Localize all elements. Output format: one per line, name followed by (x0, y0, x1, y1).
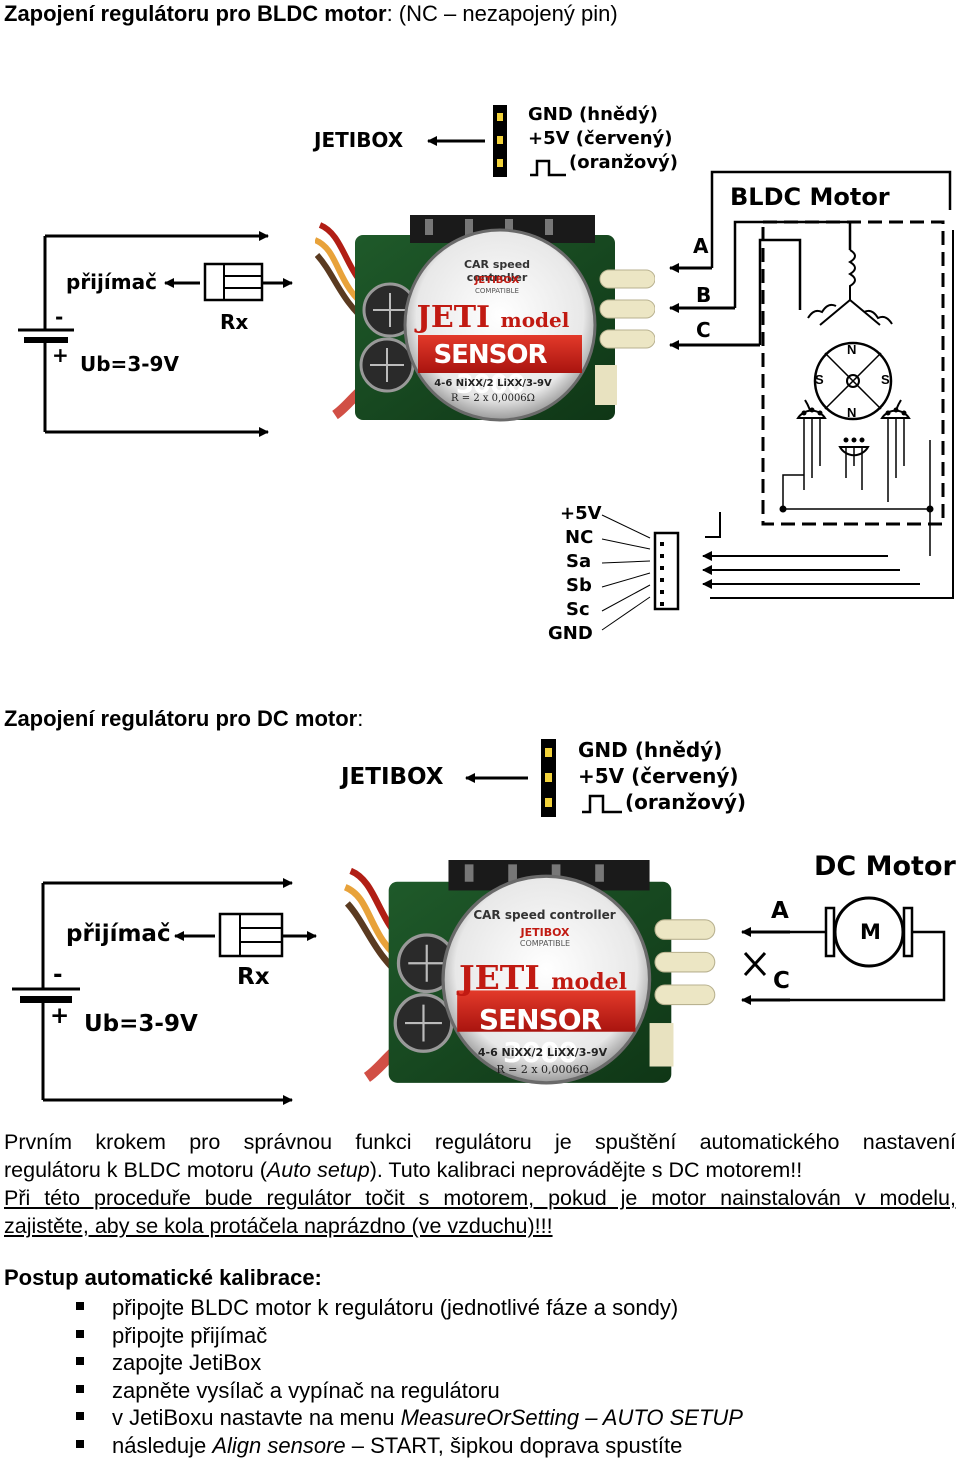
rx-connector-2 (218, 912, 284, 958)
bldc-section-heading: Zapojení regulátoru pro BLDC motor: (NC … (4, 1, 618, 26)
controller-brand-label-2: CAR speed controller (473, 908, 616, 922)
sensor-pin-sa: Sa (566, 551, 592, 572)
para-line-1: Prvním krokem pro správnou funkci regulá… (4, 1130, 956, 1154)
bldc-motor-box (761, 220, 945, 526)
rx-connector-1 (203, 262, 264, 302)
jetibox-label-2: JETIBOX (341, 764, 444, 790)
sensor-pin-sb: Sb (566, 575, 592, 596)
wire-gnd-label-2: GND (hnědý) (578, 738, 723, 762)
sensor-pin-sc: Sc (566, 599, 590, 620)
unused-phase-x-icon (743, 951, 767, 977)
list-item: připojte BLDC motor k regulátoru (jednot… (0, 1294, 743, 1322)
receiver-label-1: přijímač (66, 270, 157, 294)
steps-list: připojte BLDC motor k regulátoru (jednot… (0, 1294, 743, 1460)
rotor-icon (813, 341, 893, 421)
intro-paragraph: Prvním krokem pro správnou funkci regulá… (4, 1128, 956, 1240)
wiring-diagrams (12, 105, 954, 1105)
phase-c-label-2: C (773, 968, 790, 994)
rx-label-1: Rx (220, 310, 249, 334)
controller-jetibox-badge-1: JETIBOX (474, 275, 520, 286)
battery-minus-1: - (55, 305, 64, 329)
controller-brand-label-1: CAR speed controller (463, 258, 531, 284)
para-line-3-warning: Při této proceduře bude regulátor točit … (4, 1186, 956, 1210)
voltage-label-1: Ub=3-9V (80, 352, 179, 376)
controller-sensor-label-2: SENSOR 3000 (478, 1003, 602, 1069)
list-item: následuje Align sensore – START, šipkou … (0, 1432, 743, 1460)
pole-n-top: N (847, 342, 857, 357)
controller-jetibox-badge-2: JETIBOX (520, 926, 570, 939)
controller-spec1-label-1: 4-6 NiXX/2 LiXX/3-9V (434, 378, 552, 389)
controller-compatible-2: COMPATIBLE (519, 939, 571, 948)
phase-b-label-1: B (696, 283, 712, 307)
steps-title: Postup automatické kalibrace: (4, 1265, 322, 1290)
para-line-2: regulátoru k BLDC motoru (Auto setup). T… (4, 1158, 803, 1182)
sensor-pin-nc: NC (565, 527, 594, 548)
sensor-connector (653, 531, 680, 611)
controller-spec2-label-1: R = 2 x 0,0006Ω (451, 393, 535, 404)
phase-a-label-2: A (771, 898, 789, 924)
controller-jeti-label-2: JETI model (459, 958, 627, 997)
jetibox-label-1: JETIBOX (314, 128, 404, 152)
battery-minus-2: - (53, 962, 63, 988)
list-item: v JetiBoxu nastavte na menu MeasureOrSet… (0, 1404, 743, 1432)
wire-signal-label-1: (oranžový) (569, 152, 678, 173)
wire-5v-label-2: +5V (červený) (578, 764, 739, 788)
dc-motor-m-label: M (860, 920, 881, 944)
controller-spec1-label-2: 4-6 NiXX/2 LiXX/3-9V (477, 1046, 608, 1059)
sensor-pin-gnd: GND (548, 623, 593, 644)
battery-plus-1: + (52, 343, 69, 367)
para-line-4-warning: zajistěte, aby se kola protáčela naprázd… (4, 1214, 553, 1238)
phase-c-label-1: C (696, 318, 711, 342)
controller-sensor-label-1: SENSOR 3000 (433, 340, 547, 400)
phase-a-label-1: A (693, 234, 709, 258)
controller-jeti-label-1: JETI model (416, 300, 570, 335)
wire-5v-label-1: +5V (červený) (528, 128, 673, 149)
wire-signal-label-2: (oranžový) (625, 790, 747, 814)
battery-plus-2: + (50, 1003, 70, 1029)
wire-gnd-label-1: GND (hnědý) (528, 104, 658, 125)
voltage-label-2: Ub=3-9V (84, 1011, 198, 1037)
controller-compatible-1: COMPATIBLE (475, 287, 519, 295)
pwm-signal-icon-2 (582, 794, 622, 814)
pole-s-left: S (815, 372, 824, 387)
list-item: připojte přijímač (0, 1322, 743, 1350)
pole-n-bottom: N (847, 405, 857, 420)
dc-motor-title: DC Motor (814, 851, 956, 882)
list-item: zapněte vysílač a vypínač na regulátoru (0, 1377, 743, 1405)
receiver-label-2: přijímač (66, 921, 171, 947)
bldc-motor-title: BLDC Motor (730, 183, 890, 211)
pwm-signal-icon-1 (530, 159, 566, 177)
controller-spec2-label-2: R = 2 x 0,0006Ω (496, 1063, 589, 1076)
list-item: zapojte JetiBox (0, 1349, 743, 1377)
dc-section-heading: Zapojení regulátoru pro DC motor: (4, 706, 364, 731)
pole-s-right: S (881, 372, 890, 387)
sensor-pin-5v: +5V (560, 503, 602, 524)
rx-label-2: Rx (237, 964, 270, 990)
